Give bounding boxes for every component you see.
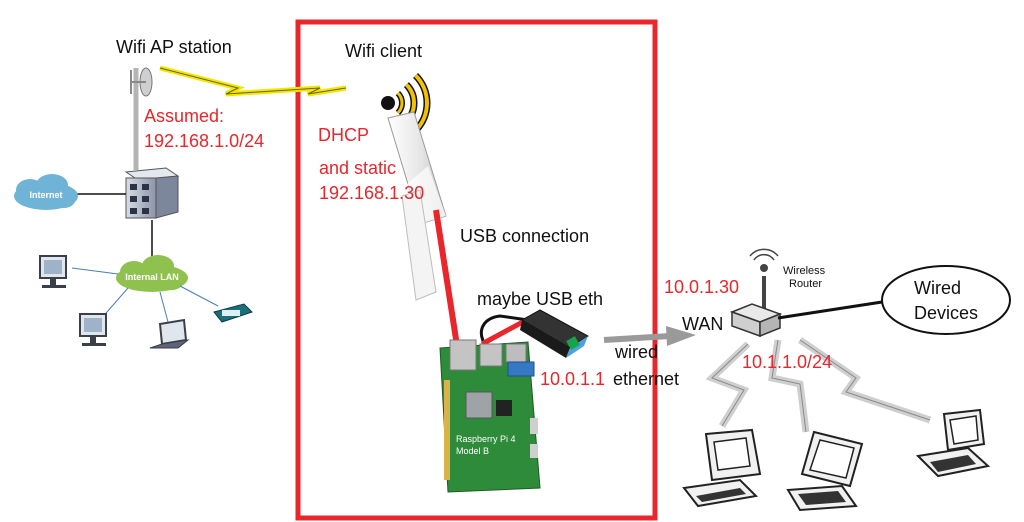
laptop-computer-icon: [786, 430, 864, 512]
pi-board-label-line2: Model B: [456, 446, 489, 456]
ap-station-group: [14, 67, 253, 349]
wired-label: wired: [615, 342, 659, 362]
router-subnet-label: 10.1.1.0/24: [742, 352, 833, 372]
usb-ethernet-adapter: [520, 309, 589, 358]
ap-antenna-icon: [130, 67, 153, 97]
lan-phone-icon: [213, 303, 253, 323]
dhcp-label: DHCP: [318, 125, 370, 145]
wired-devices-label-line2: Devices: [914, 303, 979, 323]
ethernet-label: ethernet: [613, 369, 680, 389]
wired-ethernet-arrow: [603, 326, 696, 346]
static-ip-label: 192.168.1.30: [319, 183, 425, 203]
wireless-router-icon: [729, 248, 783, 338]
internet-cloud-icon: [14, 174, 78, 210]
wireless-link-bolt: [159, 65, 347, 97]
wan-label: WAN: [682, 314, 724, 334]
lan-laptop-icon: [149, 318, 190, 349]
raspberry-pi-board: [439, 339, 541, 493]
internal-lan-label: Internal LAN: [125, 272, 179, 282]
building-icon: [124, 167, 180, 219]
maybe-usb-eth-label: maybe USB eth: [477, 289, 604, 309]
pi-ip-label: 10.0.1.1: [540, 369, 606, 389]
desktop-computer-icon: [682, 428, 762, 508]
wifi-ap-station-label: Wifi AP station: [116, 37, 232, 57]
usb-cable: [433, 209, 461, 353]
usb-connection-label: USB connection: [460, 226, 590, 246]
lan-monitor-icon: [79, 313, 107, 346]
pi-board-label-line1: Raspberry Pi 4: [456, 434, 516, 444]
router-to-wired-line: [777, 300, 883, 320]
wired-devices-ellipse: [881, 265, 1011, 335]
router-ip-label: 10.0.1.30: [664, 277, 740, 297]
and-static-label: and static: [319, 158, 397, 178]
internal-lan-cloud-icon: [116, 255, 188, 292]
desktop-computer-icon: [915, 408, 991, 478]
router-label: Router: [789, 278, 823, 290]
assumed-subnet-label: 192.168.1.0/24: [144, 131, 265, 151]
wifi-client-label: Wifi client: [345, 41, 423, 61]
pi-enclosure-box: [295, 19, 658, 521]
wired-devices-label-line1: Wired: [914, 278, 962, 298]
usb-wifi-dongle: [387, 111, 447, 301]
internet-label: Internet: [29, 190, 62, 200]
lan-monitor-icon: [39, 255, 67, 288]
assumed-label: Assumed:: [144, 106, 225, 126]
wireless-label: Wireless: [783, 265, 826, 277]
